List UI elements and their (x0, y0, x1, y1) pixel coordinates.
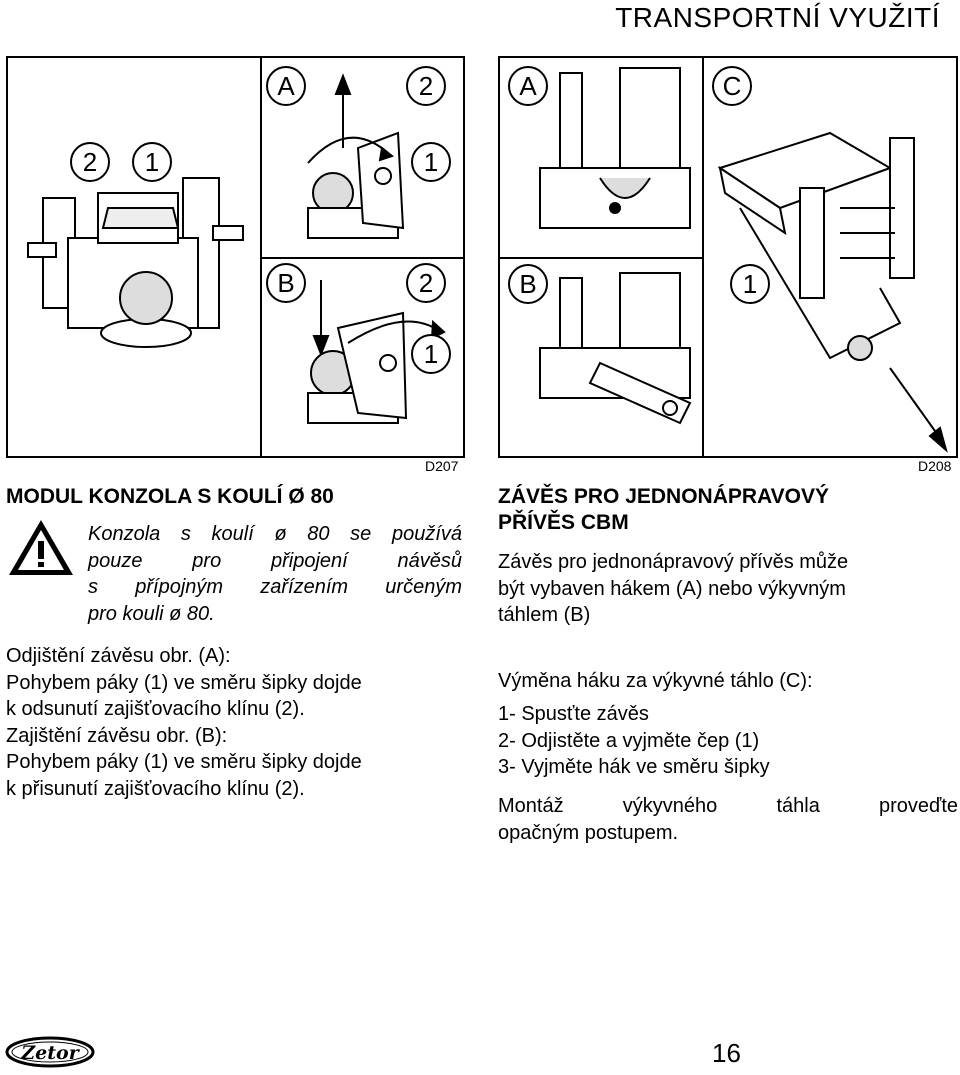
instruction-line: k odsunutí zajišťovacího klínu (2). (6, 698, 305, 720)
section-title-ball-console: MODUL KONZOLA S KOULÍ Ø 80 (6, 485, 334, 508)
label-1-badge: 1 (411, 142, 451, 182)
unlock-detail-drawing (307, 73, 405, 239)
label-1-badge: 1 (411, 334, 451, 374)
warning-note: Konzola s koulí ø 80 se používá pouze pr… (88, 521, 462, 627)
figure-d208: A C B 1 (498, 56, 958, 458)
warning-line: Konzola s koulí ø 80 se používá (88, 523, 462, 545)
closing-line: Montáž výkyvného táhla proveďte (498, 795, 958, 817)
page-title: TRANSPORTNÍ VYUŽITÍ (615, 2, 940, 33)
right-intro: Závěs pro jednonápravový přívěs může být… (498, 549, 958, 629)
warning-line: s přípojným zařízením určeným (88, 576, 462, 598)
instruction-line: Zajištění závěsu obr. (B): (6, 724, 228, 747)
label-a-badge: A (266, 66, 306, 106)
closing-note: Montáž výkyvného táhla proveďte opačným … (498, 793, 958, 846)
drawbar-drawing (539, 272, 692, 425)
hitch-illustration (500, 58, 948, 456)
page-number: 16 (712, 1038, 741, 1068)
section-title-line: PŘÍVĚS CBM (498, 511, 629, 534)
label-1-badge: 1 (730, 264, 770, 304)
figure-code: D208 (918, 458, 952, 474)
warning-icon (6, 517, 76, 584)
section-title-line: ZÁVĚS PRO JEDNONÁPRAVOVÝ (498, 485, 830, 508)
closing-line: opačným postupem. (498, 821, 679, 844)
zetor-logo: Zetor (4, 1034, 96, 1075)
label-1-badge: 1 (132, 142, 172, 182)
instruction-line: Pohybem páky (1) ve směru šipky dojde (6, 751, 362, 773)
list-item: 1- Spusťte závěs (498, 703, 649, 725)
warning-line: pouze pro připojení návěsů (88, 549, 462, 572)
warning-line: pro kouli ø 80. (88, 602, 215, 625)
label-2-badge: 2 (406, 66, 446, 106)
label-2-badge: 2 (70, 142, 110, 182)
list-item: 2- Odjistěte a vyjměte čep (1) (498, 729, 760, 752)
section-title-cbm-hitch: ZÁVĚS PRO JEDNONÁPRAVOVÝ PŘÍVĚS CBM (498, 484, 958, 536)
intro-line: být vybaven hákem (A) nebo výkyvným (498, 577, 846, 600)
lock-detail-drawing (307, 280, 446, 424)
intro-line: táhlem (B) (498, 604, 591, 626)
ball-hitch-illustration (27, 58, 463, 456)
list-item: 3- Vyjměte hák ve směru šipky (498, 756, 770, 778)
ball-console-drawing (27, 177, 244, 348)
figure-d207: A 2 2 1 1 B 2 1 (6, 56, 465, 458)
label-2-badge: 2 (406, 263, 446, 303)
logo-text: Zetor (20, 1042, 80, 1064)
exchange-title: Výměna háku za výkyvné táhlo (C): (498, 670, 813, 692)
instruction-line: Pohybem páky (1) ve směru šipky dojde (6, 671, 362, 694)
label-b-badge: B (508, 264, 548, 304)
label-a-badge: A (508, 66, 548, 106)
label-c-badge: C (712, 66, 752, 106)
exchange-drawing (717, 131, 948, 453)
instruction-line: Odjištění závěsu obr. (A): (6, 645, 231, 667)
label-b-badge: B (266, 263, 306, 303)
left-instructions: Odjištění závěsu obr. (A): Pohybem páky … (6, 643, 466, 802)
figure-code: D207 (425, 458, 459, 474)
hook-drawing (539, 67, 691, 229)
intro-line: Závěs pro jednonápravový přívěs může (498, 551, 849, 573)
instruction-line: k přisunutí zajišťovacího klínu (2). (6, 777, 305, 800)
exchange-steps: 1- Spusťte závěs 2- Odjistěte a vyjměte … (498, 701, 958, 781)
